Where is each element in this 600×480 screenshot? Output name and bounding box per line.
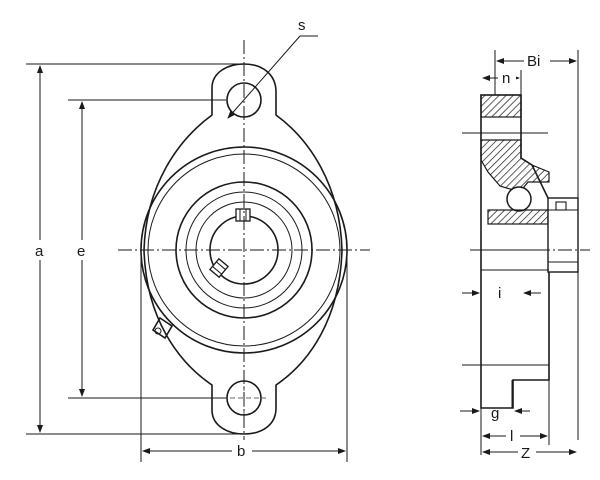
- label-s: s: [298, 17, 306, 34]
- side-view: Bi n i g l Z: [460, 50, 590, 462]
- inner-ring: [487, 209, 549, 225]
- label-a: a: [35, 243, 44, 260]
- label-g: g: [491, 405, 499, 422]
- label-z: Z: [521, 445, 530, 462]
- set-screw-side: [208, 257, 230, 279]
- label-l: l: [510, 428, 513, 445]
- front-view: s a e b: [26, 17, 370, 462]
- bearing-ball: [506, 186, 532, 212]
- label-i: i: [498, 285, 501, 302]
- side-body-outline: [480, 94, 550, 409]
- label-n: n: [502, 70, 510, 87]
- label-b: b: [237, 443, 245, 460]
- grease-nipple: [151, 316, 174, 340]
- set-screw-top: [235, 208, 251, 222]
- label-bi: Bi: [527, 53, 540, 70]
- label-e: e: [77, 243, 85, 260]
- flange-outline: [143, 63, 343, 435]
